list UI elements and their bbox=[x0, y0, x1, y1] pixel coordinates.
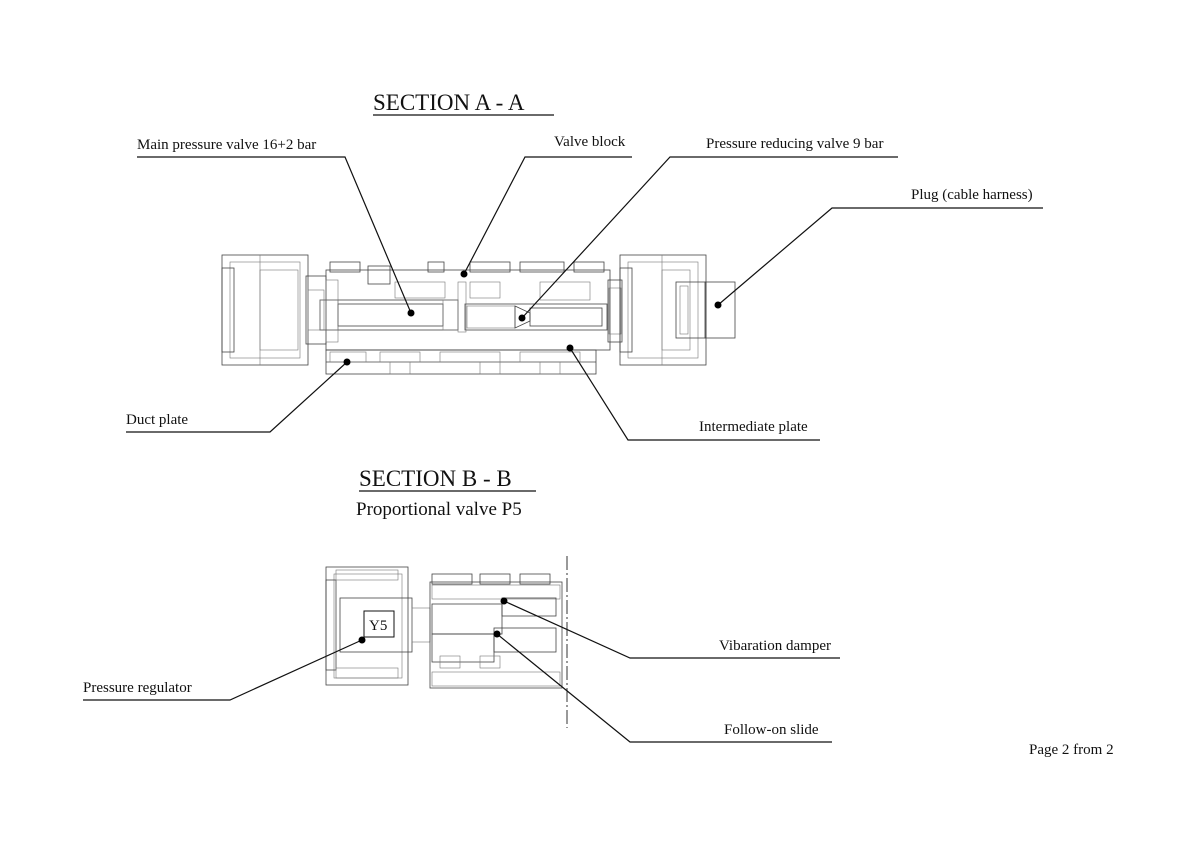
label-follow-on-slide-text: Follow-on slide bbox=[724, 722, 819, 738]
label-duct-plate-text: Duct plate bbox=[126, 412, 188, 428]
section-b: SECTION B - B Proportional valve P5 Y5 bbox=[83, 466, 840, 743]
label-follow-on-slide: Follow-on slide bbox=[493, 630, 832, 743]
label-vibration-damper: Vibaration damper bbox=[500, 597, 840, 659]
label-pressure-reducing-valve: Pressure reducing valve 9 bar bbox=[518, 136, 898, 322]
label-intermediate-plate-text: Intermediate plate bbox=[699, 419, 808, 435]
label-pressure-regulator: Pressure regulator bbox=[83, 636, 366, 701]
label-main-pressure-valve: Main pressure valve 16+2 bar bbox=[137, 137, 415, 317]
label-valve-block-text: Valve block bbox=[554, 134, 626, 150]
label-main-pressure-valve-text: Main pressure valve 16+2 bar bbox=[137, 137, 316, 153]
label-plug-text: Plug (cable harness) bbox=[911, 187, 1033, 203]
label-pressure-regulator-text: Pressure regulator bbox=[83, 680, 192, 696]
label-valve-block: Valve block bbox=[460, 134, 632, 278]
section-a: SECTION A - A bbox=[126, 90, 1043, 441]
section-b-title: SECTION B - B bbox=[359, 466, 512, 491]
label-duct-plate: Duct plate bbox=[126, 358, 351, 433]
label-plug: Plug (cable harness) bbox=[714, 187, 1043, 309]
label-pressure-reducing-valve-text: Pressure reducing valve 9 bar bbox=[706, 136, 883, 152]
section-a-title: SECTION A - A bbox=[373, 90, 525, 115]
y5-label: Y5 bbox=[369, 618, 387, 634]
page-number: Page 2 from 2 bbox=[1029, 742, 1114, 758]
section-b-subtitle: Proportional valve P5 bbox=[356, 499, 522, 520]
section-b-assembly: Y5 bbox=[325, 556, 568, 728]
label-vibration-damper-text: Vibaration damper bbox=[719, 638, 831, 654]
label-intermediate-plate: Intermediate plate bbox=[566, 344, 820, 441]
section-a-assembly bbox=[221, 254, 736, 375]
